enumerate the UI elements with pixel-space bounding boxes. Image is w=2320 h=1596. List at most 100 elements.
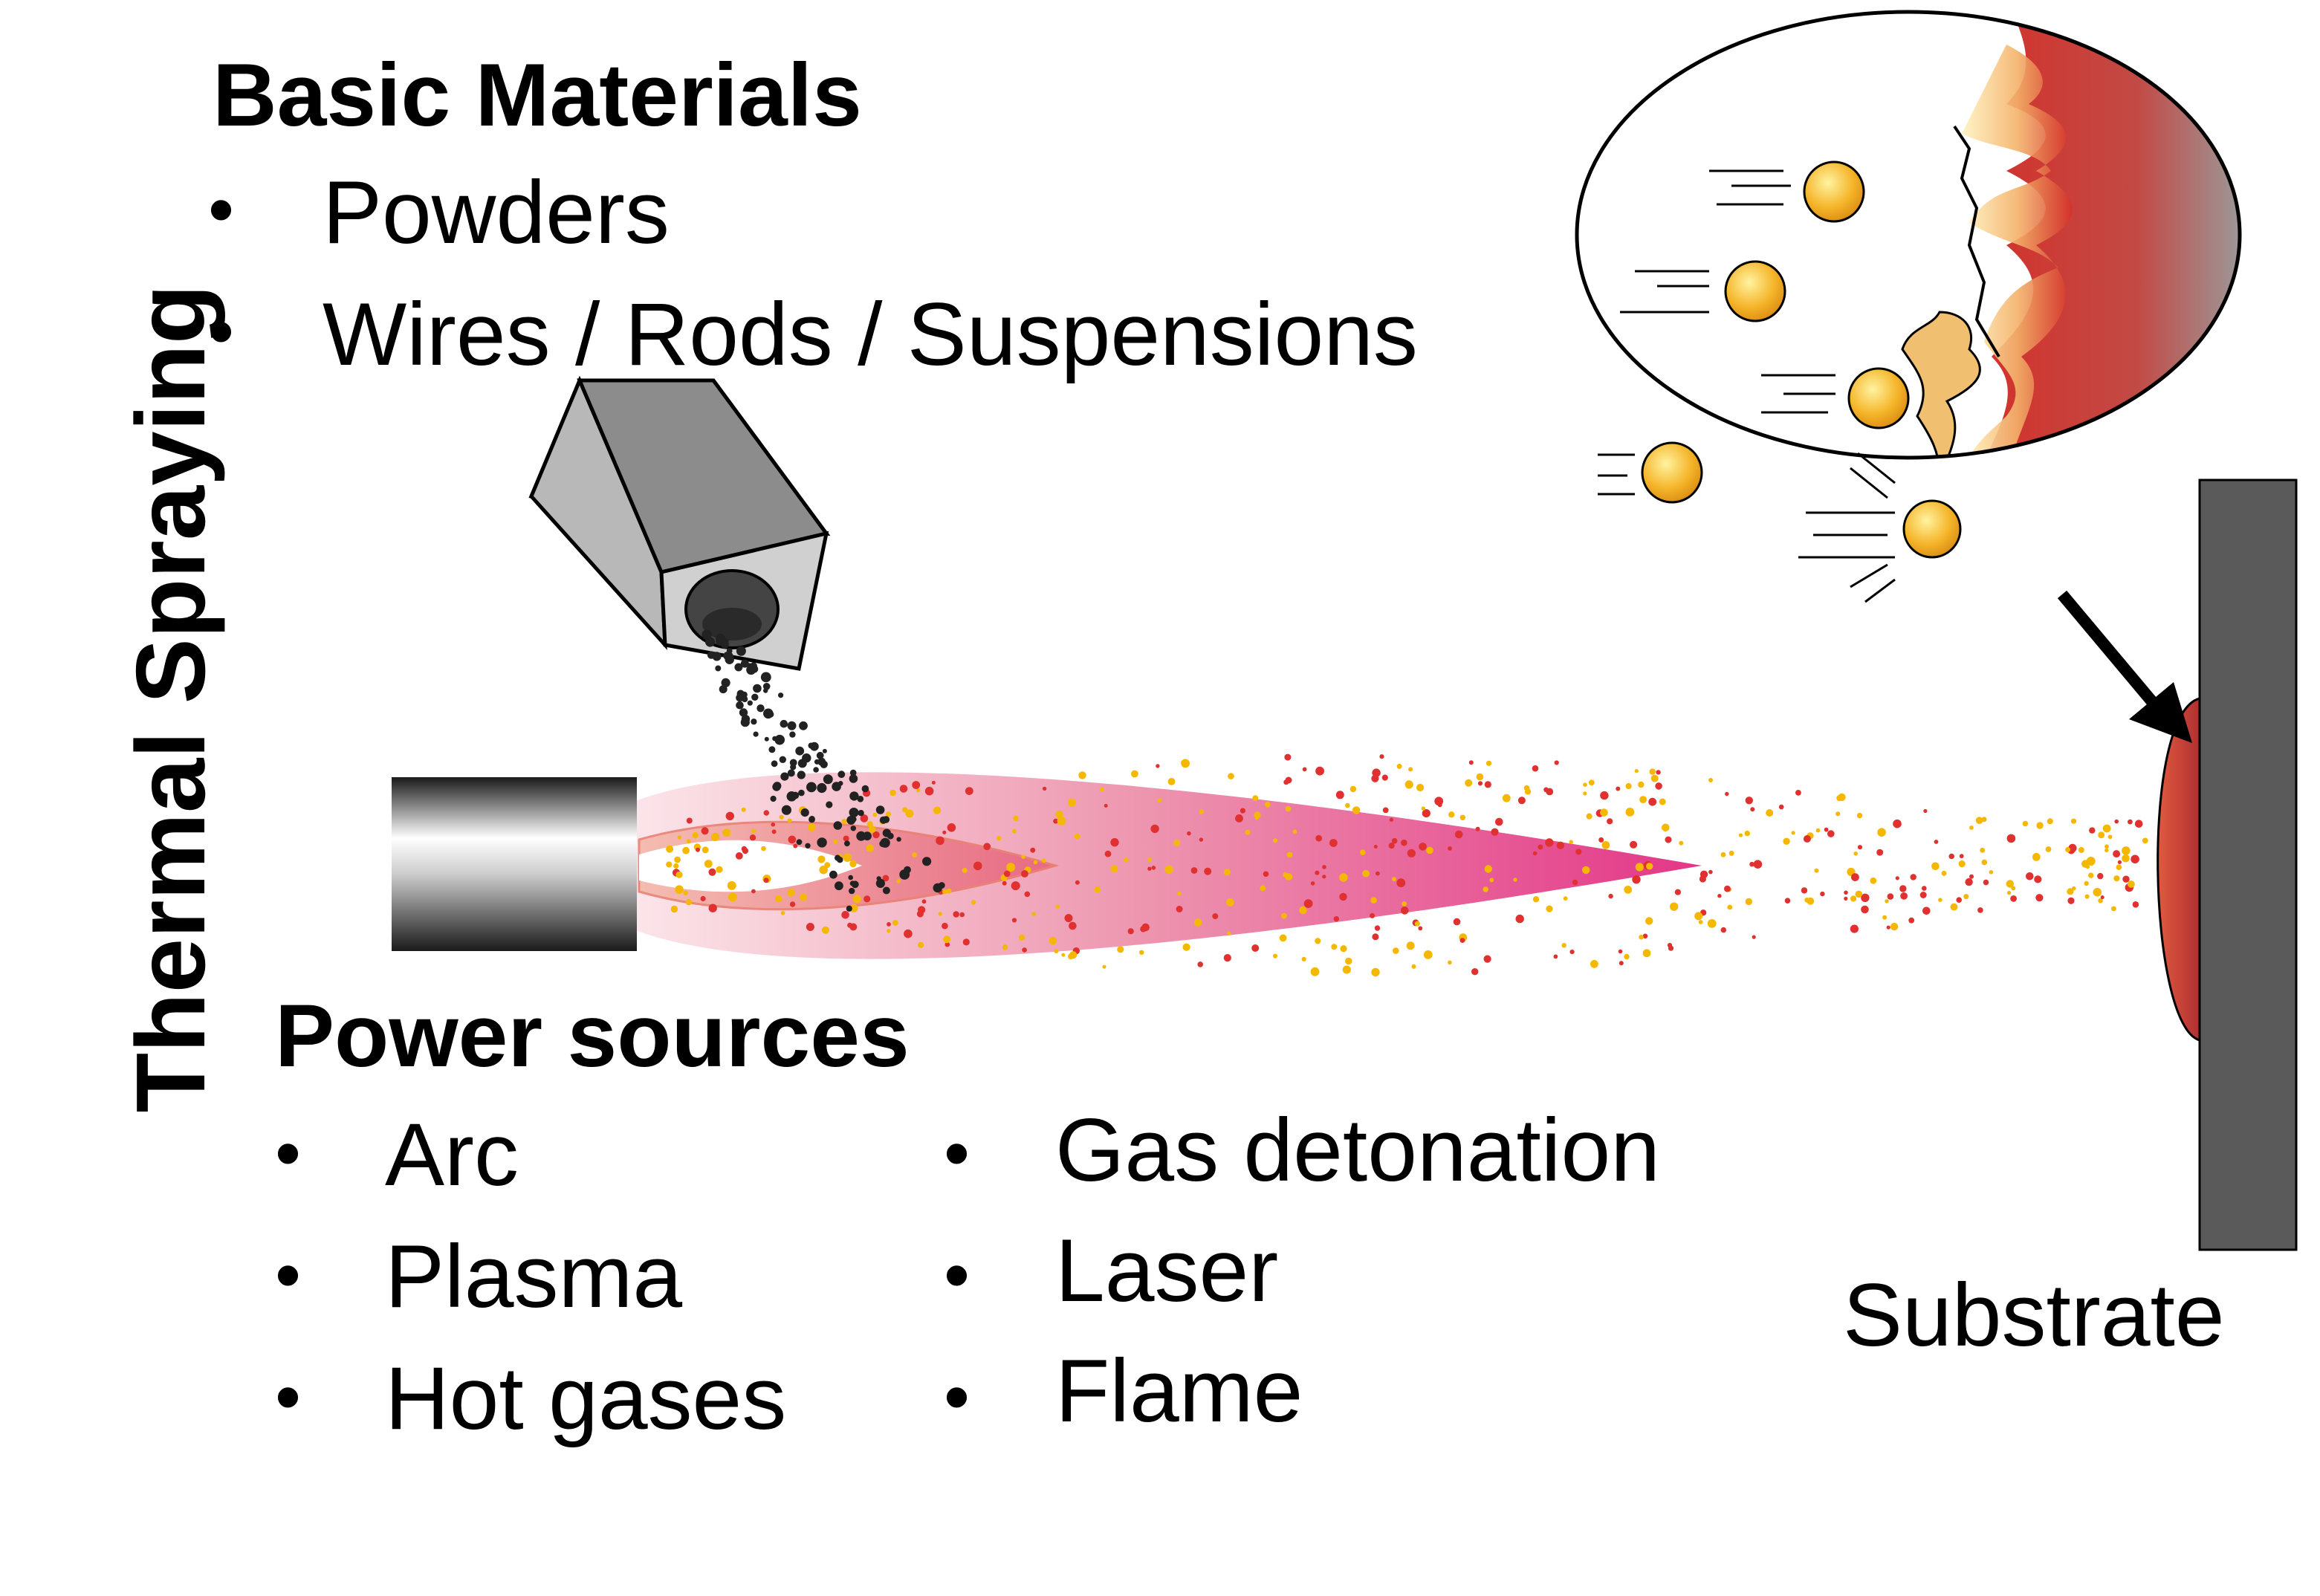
spray-particle: [1489, 878, 1494, 883]
spray-particle: [1018, 934, 1025, 941]
spray-particle: [2067, 888, 2074, 895]
spray-particle: [1061, 953, 1066, 957]
spray-particle: [1877, 828, 1886, 837]
spray-particle: [1448, 960, 1452, 965]
spray-particle: [1983, 879, 1989, 886]
spray-particle: [1635, 863, 1644, 872]
basic-material-item: Wires / Rods / Suspensions: [323, 285, 1418, 384]
spray-particle: [1459, 938, 1465, 943]
spray-particle: [899, 785, 908, 793]
spray-particle: [2132, 901, 2139, 908]
spray-particle: [2102, 824, 2111, 833]
spray-particle: [2114, 819, 2119, 824]
spray-particle: [1820, 891, 1825, 897]
spray-particle: [1477, 781, 1483, 786]
spray-particle: [1021, 854, 1025, 859]
spray-particle: [1372, 933, 1379, 941]
spray-particle: [1322, 875, 1326, 879]
power-source-item: Arc: [385, 1105, 519, 1204]
spray-particles: [666, 753, 2148, 977]
powder-particle: [826, 801, 833, 808]
spray-particle: [1069, 951, 1078, 959]
spray-particle: [704, 860, 713, 868]
spray-particle: [1360, 849, 1366, 856]
spray-particle: [1100, 787, 1104, 792]
spray-particle: [887, 929, 891, 933]
spray-particle: [2032, 853, 2041, 861]
spray-particle: [833, 839, 838, 844]
spray-particle: [2116, 864, 2122, 870]
spray-particle: [1668, 945, 1674, 951]
spray-particle: [1419, 843, 1427, 851]
spray-particle: [1483, 886, 1488, 892]
powder-particle: [764, 736, 769, 742]
spray-particle: [751, 889, 756, 894]
spray-particle: [1981, 817, 1987, 823]
spray-particle: [1546, 905, 1553, 912]
spray-particle: [1679, 840, 1684, 846]
spray-particle: [959, 912, 965, 918]
powder-particle: [751, 693, 759, 701]
powder-particle: [817, 837, 827, 848]
spray-particle: [2122, 854, 2130, 863]
spray-particle: [1284, 753, 1292, 761]
spray-particle: [971, 900, 976, 905]
spray-particle: [1104, 803, 1108, 808]
spray-particle: [1662, 823, 1670, 832]
spray-particle: [1502, 794, 1511, 802]
spray-particle: [1434, 797, 1444, 806]
spray-particle: [749, 834, 756, 841]
spray-particle: [1857, 845, 1863, 850]
spray-particle: [780, 911, 785, 915]
spray-particle: [1590, 960, 1598, 968]
spray-particle: [1260, 885, 1266, 892]
spray-particle: [2098, 898, 2103, 904]
spray-particle: [1301, 956, 1306, 961]
spray-particle: [1245, 829, 1251, 835]
spray-particle: [793, 843, 798, 849]
powder-particle: [849, 808, 859, 817]
spray-particle: [1708, 778, 1713, 782]
spray-particle: [1870, 877, 1877, 884]
powder-particle: [773, 782, 782, 791]
spray-particle: [686, 839, 691, 844]
powder-feeder-icon: [528, 375, 831, 671]
spray-particle: [1315, 870, 1320, 875]
spray-particle: [1204, 867, 1212, 875]
powder-particle: [938, 882, 945, 889]
spray-particle: [1646, 863, 1653, 870]
spray-particle: [1844, 896, 1848, 901]
basic-material-item: Powders: [323, 163, 670, 262]
spray-particle: [1618, 949, 1623, 954]
powder-particle: [805, 843, 811, 849]
spray-particle: [1407, 849, 1416, 857]
spray-particle: [1041, 858, 1046, 863]
spray-particle: [2084, 880, 2089, 886]
spray-particle: [882, 875, 890, 882]
spray-particle: [1908, 917, 1915, 924]
spray-particle: [1303, 899, 1313, 908]
spray-particle: [789, 901, 796, 907]
motion-lines: [1598, 169, 1896, 603]
coating-deposit: [2157, 697, 2201, 1042]
spray-particle: [1639, 796, 1647, 803]
spray-particle: [674, 856, 681, 863]
spray-particle: [2104, 848, 2109, 853]
spray-particle: [1545, 838, 1554, 847]
spray-particle: [1632, 875, 1641, 884]
spray-particle: [1335, 791, 1344, 799]
spray-particle: [1459, 814, 1466, 821]
powder-particle: [790, 764, 797, 771]
spray-particle: [1938, 898, 1942, 902]
spray-particle: [1934, 840, 1939, 844]
spray-particle: [1476, 773, 1484, 781]
spray-particle: [2093, 888, 2102, 897]
spray-particle: [1582, 866, 1590, 875]
spray-particle: [943, 935, 951, 944]
spray-particle: [1885, 899, 1889, 904]
spray-particle: [1766, 809, 1774, 817]
spray-particle: [1003, 870, 1011, 878]
powder-particle: [797, 759, 807, 768]
spray-particle: [1624, 953, 1630, 960]
spray-particle: [1024, 891, 1031, 898]
